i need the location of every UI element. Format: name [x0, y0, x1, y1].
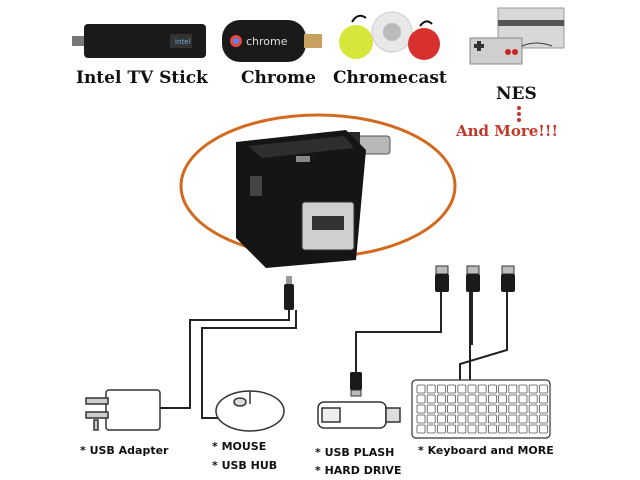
label-intel-tv-stick: Intel TV Stick [76, 68, 208, 88]
label-chrome: Chrome [241, 68, 316, 88]
keyboard-key [436, 404, 446, 414]
keyboard-key [518, 424, 528, 434]
keyboard-key [467, 414, 477, 424]
keyboard-key [426, 394, 436, 404]
keyboard-key [498, 394, 508, 404]
label-chromecast: Chromecast [333, 68, 447, 88]
usb-plug-4-icon [350, 372, 362, 397]
usb-wall-adapter-icon [85, 389, 161, 431]
label-mouse: * MOUSE [212, 440, 267, 453]
keyboard-key [508, 404, 518, 414]
keyboard-key [436, 424, 446, 434]
keyboard-key [467, 394, 477, 404]
keyboard-key [457, 394, 467, 404]
keyboard-key [447, 414, 457, 424]
keyboard-key [426, 414, 436, 424]
keyboard-key [498, 414, 508, 424]
keyboard-key [539, 414, 548, 424]
usb-plug-1-icon [435, 265, 449, 292]
keyboard-key [508, 384, 518, 394]
keyboard-key [426, 404, 436, 414]
keyboard-key [539, 404, 548, 414]
keyboard-key [539, 424, 548, 434]
keyboard-key [447, 394, 457, 404]
keyboard-key [487, 414, 497, 424]
keyboard-key [426, 384, 436, 394]
chrome-dongle-icon: chrome [222, 20, 322, 62]
keyboard-key [436, 384, 446, 394]
usb-plug-3-icon [501, 265, 515, 292]
intel-tv-stick-icon: intel [72, 24, 206, 58]
keyboard-key [487, 424, 497, 434]
keyboard-key [518, 384, 528, 394]
nes-console-icon [469, 7, 565, 65]
cable-lines [160, 292, 508, 419]
keyboard-key [528, 404, 538, 414]
keyboard-key [467, 424, 477, 434]
keyboard-key [426, 424, 436, 434]
keyboard-key [528, 384, 538, 394]
micro-usb-plug-icon [284, 276, 294, 310]
label-keyboard-and-more: * Keyboard and MORE [418, 444, 554, 457]
label-hard-drive: * HARD DRIVE [315, 464, 402, 477]
label-usb-flash: * USB PLASH [315, 446, 395, 459]
svg-text:intel: intel [175, 38, 190, 46]
keyboard-key [457, 404, 467, 414]
keyboard-key [498, 404, 508, 414]
keyboard-key [416, 404, 426, 414]
keyboard-key [416, 414, 426, 424]
keyboard-key [528, 414, 538, 424]
chrome-dongle-text: chrome [246, 35, 288, 48]
keyboard-key [508, 414, 518, 424]
keyboard-key [539, 394, 548, 404]
keyboard-key [498, 384, 508, 394]
label-nes: NES [496, 84, 537, 104]
keyboard-key [518, 414, 528, 424]
keyboard-key [487, 394, 497, 404]
keyboard-key [457, 384, 467, 394]
keyboard-key [528, 424, 538, 434]
keyboard-key [518, 394, 528, 404]
keyboard-key [487, 384, 497, 394]
keyboard-key [487, 404, 497, 414]
keyboard-icon [411, 379, 551, 439]
usb-otg-adapter-icon [236, 130, 391, 268]
keyboard-key [436, 394, 446, 404]
nes-more-dots [517, 106, 521, 122]
keyboard-key [508, 424, 518, 434]
keyboard-key [477, 404, 487, 414]
keyboard-key [416, 424, 426, 434]
keyboard-key [447, 424, 457, 434]
keyboard-key [447, 384, 457, 394]
usb-plug-2-icon [466, 265, 480, 292]
keyboard-key [416, 394, 426, 404]
keyboard-key [477, 414, 487, 424]
keyboard-key [518, 404, 528, 414]
keyboard-key [477, 394, 487, 404]
keyboard-key [477, 424, 487, 434]
keyboard-key [467, 404, 477, 414]
keyboard-key [508, 394, 518, 404]
label-usb-hub: * USB HUB [212, 459, 278, 472]
mouse-icon [215, 390, 285, 432]
label-usb-adapter: * USB Adapter [80, 444, 169, 457]
keyboard-key [528, 394, 538, 404]
keyboard-key [436, 414, 446, 424]
usb-flash-drive-icon [317, 401, 401, 429]
keyboard-key [467, 384, 477, 394]
keyboard-key [416, 384, 426, 394]
keyboard-key [477, 384, 487, 394]
keyboard-key [447, 404, 457, 414]
keyboard-key [539, 384, 548, 394]
keyboard-key [498, 424, 508, 434]
label-and-more: And More!!! [456, 122, 559, 140]
keyboard-key [457, 424, 467, 434]
keyboard-key [457, 414, 467, 424]
chromecast-icon [339, 11, 440, 60]
